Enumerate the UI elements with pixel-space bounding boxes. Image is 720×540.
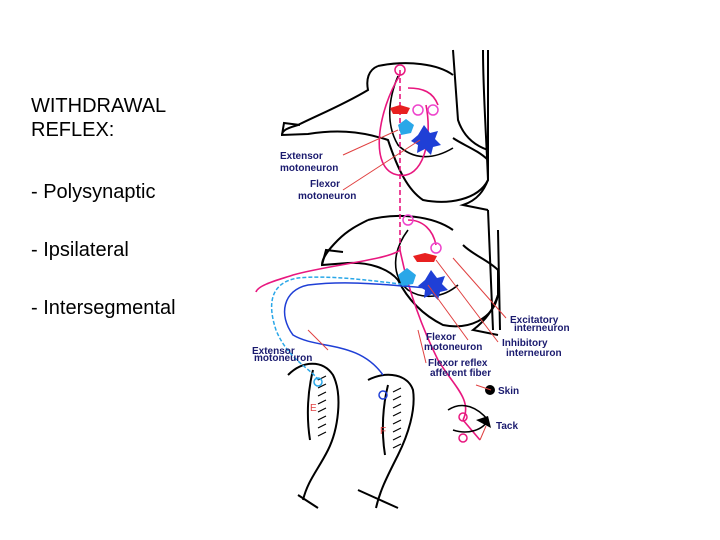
lower-neurons: [313, 214, 468, 443]
label-flexor-reflex-afferent-2: afferent fiber: [430, 368, 491, 379]
label-muscle-f: F: [380, 426, 386, 437]
label-muscle-e: E: [310, 403, 317, 414]
withdrawal-reflex-diagram: Extensor motoneuron Flexor motoneuron Ex…: [252, 49, 570, 509]
label-extensor-motoneuron-bottom-1: Extensor: [252, 346, 295, 357]
slide-title: WITHDRAWAL REFLEX:: [31, 94, 166, 142]
label-flexor-motoneuron-bottom-1: Flexor: [426, 332, 456, 343]
afferent-fiber: [255, 70, 481, 441]
diagram-labels: Extensor motoneuron Flexor motoneuron Ex…: [252, 151, 570, 437]
limb-muscles: [287, 362, 415, 509]
label-tack: Tack: [496, 421, 518, 432]
title-line-1: WITHDRAWAL: [31, 95, 167, 117]
bullet-polysynaptic: - Polysynaptic: [31, 181, 156, 203]
title-line-2: REFLEX:: [31, 119, 115, 141]
muscle-hatching: [317, 375, 402, 449]
label-flexor-reflex-afferent-1: Flexor reflex: [428, 358, 488, 369]
skin-and-tack: [447, 385, 495, 433]
extensor-motor-axon: [270, 276, 409, 381]
upper-spinal-segment: [280, 49, 489, 211]
label-skin: Skin: [498, 386, 519, 397]
label-inhibitory-interneuron-2: interneuron: [506, 348, 562, 359]
label-extensor-motoneuron-top-1: Extensor: [280, 151, 323, 162]
bullet-intersegmental: - Intersegmental: [31, 297, 176, 319]
label-flexor-motoneuron-top-1: Flexor: [310, 179, 340, 190]
bullet-ipsilateral: - Ipsilateral: [31, 239, 129, 261]
flexor-motor-axon: [283, 282, 429, 376]
label-extensor-motoneuron-top-2: motoneuron: [280, 163, 338, 174]
label-excitatory-interneuron-1: Excitatory: [510, 315, 559, 326]
tack-icon: [476, 416, 491, 428]
label-excitatory-interneuron-2: interneuron: [514, 323, 570, 334]
label-flexor-motoneuron-top-2: motoneuron: [298, 191, 356, 202]
label-extensor-motoneuron-bottom-2: motoneuron: [254, 353, 312, 364]
label-pointer-lines: [307, 129, 507, 441]
lower-spinal-segment: [320, 209, 501, 336]
label-flexor-motoneuron-bottom-2: motoneuron: [424, 342, 482, 353]
upper-neurons: [390, 64, 441, 155]
label-inhibitory-interneuron-1: Inhibitory: [502, 338, 548, 349]
